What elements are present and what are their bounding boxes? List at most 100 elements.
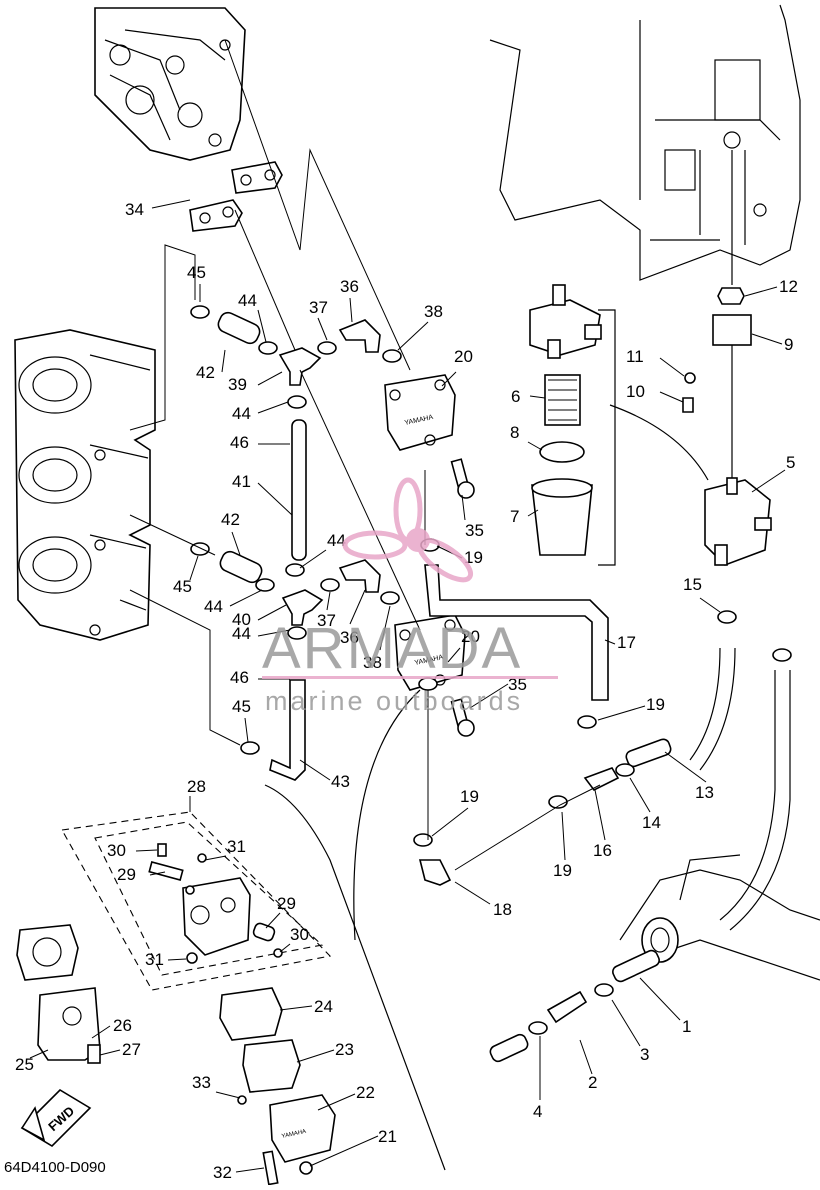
callout-leader: [99, 1049, 121, 1056]
callout-number: 36: [340, 628, 359, 647]
callout-leader: [265, 912, 281, 929]
callout-number: 18: [493, 900, 512, 919]
callout-number: 43: [331, 772, 350, 791]
callout-leader: [349, 297, 353, 323]
callout-number: 26: [113, 1016, 132, 1035]
callout-leader: [611, 999, 641, 1047]
callout-leader: [244, 717, 249, 743]
callout-number: 2: [588, 1073, 597, 1092]
armada-watermark: ARMADA marine outboards: [262, 477, 558, 716]
callout-number: 35: [465, 521, 484, 540]
pump-body-kit: [148, 843, 283, 964]
fuel-pump-upper: YAMAHA: [384, 374, 456, 451]
fuel-filter-assembly: [704, 477, 772, 566]
callout-number: 38: [363, 653, 382, 672]
callout-number: 44: [204, 597, 223, 616]
callout-leader: [299, 549, 327, 569]
callout-number: 22: [356, 1083, 375, 1102]
callout-number: 34: [125, 200, 144, 219]
callout-number: 24: [314, 997, 333, 1016]
callout-number: 46: [230, 433, 249, 452]
callout-leader: [659, 391, 684, 403]
callout-leader: [454, 881, 491, 905]
callout-number: 30: [107, 841, 126, 860]
callout-number: 17: [617, 633, 636, 652]
callout-leader: [529, 395, 546, 399]
callout-leader: [469, 683, 509, 709]
callout-number: 37: [317, 611, 336, 630]
callout-leader: [296, 1049, 335, 1063]
callout-leader: [189, 555, 199, 581]
callout-leader: [151, 199, 191, 209]
callout-number: 45: [232, 697, 251, 716]
callout-number: 32: [213, 1163, 232, 1182]
callout-leader: [447, 647, 461, 663]
callout-number: 29: [117, 865, 136, 884]
callout-number: 45: [173, 577, 192, 596]
callout-leader: [527, 441, 543, 451]
callout-leader: [229, 589, 263, 607]
callout-number: 19: [553, 861, 572, 880]
callout-number: 37: [309, 298, 328, 317]
callout-number: 15: [683, 575, 702, 594]
callout-leader: [379, 605, 391, 651]
callout-leader: [317, 1093, 356, 1111]
propeller-logo: [342, 477, 474, 583]
cylinder-head-drawing: [94, 7, 246, 161]
callout-number: 42: [196, 363, 215, 382]
callout-leader: [326, 591, 331, 611]
callout-number: 6: [511, 387, 520, 406]
filter-element: [544, 374, 581, 426]
callout-number: 1: [682, 1017, 691, 1036]
callout-leader: [235, 1167, 265, 1173]
bolt: [682, 397, 694, 413]
watermark-tagline: marine outboards: [265, 686, 523, 716]
callout-leader: [664, 751, 707, 783]
callout-leader: [257, 371, 283, 386]
o-ring: [539, 441, 585, 463]
gasket-lower: [189, 199, 243, 232]
callout-number: 12: [779, 277, 798, 296]
callout-number: 4: [533, 1102, 542, 1121]
svg-text:YAMAHA: YAMAHA: [281, 1129, 307, 1140]
callout-number: 19: [646, 695, 665, 714]
callout-number: 10: [626, 382, 645, 401]
kit-outline-inner: [94, 821, 324, 976]
callout-leader: [699, 597, 721, 613]
callout-leader: [597, 705, 646, 721]
callout-number: 27: [122, 1040, 141, 1059]
callout-leader: [561, 811, 566, 861]
callout-number: 11: [626, 347, 644, 366]
callout-numbers: 1234567891011121314151617181919191920202…: [15, 200, 798, 1182]
callout-leader: [604, 639, 616, 645]
callout-number: 46: [230, 668, 249, 687]
callout-number: 3: [640, 1045, 649, 1064]
callout-number: 14: [642, 813, 661, 832]
callout-leader: [29, 1049, 49, 1059]
callout-number: 44: [327, 531, 346, 550]
callout-leader: [751, 469, 786, 493]
callout-leader: [317, 317, 328, 341]
callout-number: 38: [424, 302, 443, 321]
callout-number: 19: [460, 787, 479, 806]
callout-number: 39: [228, 375, 247, 394]
callout-leader: [594, 789, 606, 841]
diaphragm-parts: YAMAHA: [16, 924, 336, 1186]
callout-leader: [629, 777, 651, 813]
fittings: [278, 347, 620, 1024]
callout-number: 20: [454, 347, 473, 366]
assembly-lines: [609, 150, 733, 481]
callout-number: 19: [464, 548, 483, 567]
filter-bracket-line: [598, 309, 616, 566]
callout-leader: [349, 589, 366, 625]
callout-number: 7: [510, 507, 519, 526]
diagram-code: 64D4100-D090: [4, 1159, 106, 1176]
callout-leader: [744, 286, 778, 297]
callout-number: 28: [187, 777, 206, 796]
callout-leader: [257, 604, 287, 621]
callout-leader: [204, 855, 227, 861]
callout-number: 45: [187, 263, 206, 282]
callout-number: 41: [232, 472, 251, 491]
callout-number: 13: [695, 783, 714, 802]
screws-35: [450, 458, 475, 737]
